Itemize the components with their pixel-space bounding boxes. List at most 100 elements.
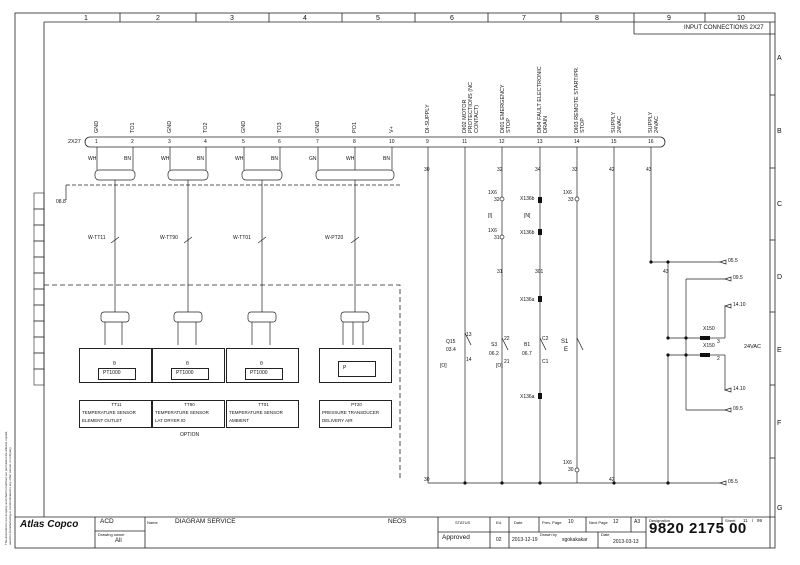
row-letter: B: [777, 128, 782, 135]
page-title: INPUT CONNECTIONS 2X27: [684, 25, 764, 31]
wire-color: WH: [88, 156, 97, 162]
sensor-description-tt11: TT11 TEMPERATURE SENSOR ELEMENT OUTLET: [79, 400, 152, 428]
sensor-box-tt11: θ PT1000: [79, 348, 152, 383]
sensor-symbol: θ: [260, 361, 263, 367]
supply-voltage: 24VAC: [744, 344, 762, 350]
wire-color: WH: [346, 156, 355, 162]
company-logo: Atlas Copco: [20, 519, 79, 530]
product-name: NEOS: [388, 518, 407, 525]
wire-color: GN: [309, 156, 317, 162]
terminal-number: 12: [499, 139, 505, 145]
component-symbol: E: [564, 347, 569, 353]
sensor-symbol: θ: [186, 361, 189, 367]
sensor-option: OPTION: [180, 432, 200, 438]
sensor-tag: TT11: [111, 402, 122, 407]
designation-number: 9820 2175 00: [649, 520, 747, 537]
prev-page-label: Prev. Page: [542, 520, 562, 525]
column-number: 4: [303, 15, 307, 22]
terminal-label: GND: [167, 120, 173, 133]
status-value: Approved: [442, 534, 470, 541]
terminal-number: 7: [316, 139, 319, 145]
sensor-desc: TEMPERATURE SENSOR: [229, 410, 283, 415]
contact-state: [N]: [524, 213, 531, 219]
sensor-description-pt20: PT20 PRESSURE TRANSDUCER DELIVERY AIR: [319, 400, 392, 428]
sensor-description-tt01: TT01 TEMPERATURE SENSOR AMBIENT: [226, 400, 299, 428]
row-letter: D: [777, 274, 783, 281]
contact-state: [O]: [496, 363, 503, 369]
wire-color: WH: [161, 156, 170, 162]
cable-label: W-PT20: [325, 235, 344, 241]
terminal-number: 5: [242, 139, 245, 145]
terminal-label: TO3: [277, 122, 283, 133]
terminal-label: GND: [315, 120, 321, 133]
column-number: 5: [376, 15, 380, 22]
terminal-number: 1: [95, 139, 98, 145]
terminal-ref: 33: [568, 197, 574, 203]
wire-number: 34: [535, 167, 541, 173]
sensor-box-pt20: P: [319, 348, 392, 383]
sensor-desc: DELIVERY AIR: [322, 418, 353, 423]
component-tag: Q15: [446, 339, 456, 345]
cable-label: W-TT11: [88, 235, 106, 241]
sensor-desc: AMBIENT: [229, 418, 250, 423]
terminal-number: 10: [389, 139, 395, 145]
paper-format: A3: [634, 519, 641, 525]
wire-number: 43: [663, 269, 669, 275]
wire-color: WH: [235, 156, 244, 162]
terminal-label: TO1: [130, 122, 136, 133]
wire-color: BN: [197, 156, 204, 162]
cross-ref: 05.5: [728, 479, 738, 485]
terminal-number: 2: [131, 139, 134, 145]
terminal-number: 4: [204, 139, 207, 145]
terminal-number: 11: [462, 139, 468, 145]
cable-label: W-TT90: [160, 235, 178, 241]
sheet-slash: /: [752, 518, 754, 523]
column-number: 9: [667, 15, 671, 22]
wire-number: 33: [572, 167, 578, 173]
connector-name: 2X27: [68, 139, 81, 145]
sensor-tag: TT90: [184, 402, 195, 407]
sensor-tag: TT01: [258, 402, 269, 407]
contact-pin: 21: [504, 359, 510, 365]
next-page-label: Next Page: [589, 520, 608, 525]
drawing-name: DIAGRAM SERVICE: [175, 518, 236, 525]
terminal-number: 13: [537, 139, 543, 145]
sensor-desc: PRESSURE TRANSDUCER: [322, 410, 380, 415]
terminal-ref: 1X6: [488, 228, 497, 234]
wire-number: 43: [646, 167, 652, 173]
drawn-by-label: Drawn by: [540, 532, 557, 537]
shield-reference: 08.8: [56, 199, 66, 205]
wire-color: BN: [124, 156, 131, 162]
contact-pin: 14: [466, 357, 472, 363]
column-number: 6: [450, 15, 454, 22]
terminal-ref: 1X6: [563, 460, 572, 466]
component-tag: S3: [491, 342, 498, 348]
terminal-label: GND: [94, 120, 100, 133]
contact-state: [O]: [440, 363, 447, 369]
cable-label: W-TT01: [233, 235, 251, 241]
cross-ref: 09.5: [733, 275, 743, 281]
terminal-ref: X136b: [520, 230, 535, 236]
wire-number: 301: [535, 269, 544, 275]
status-label: STATUS: [455, 520, 471, 525]
wire-number: 30: [424, 477, 430, 483]
column-number: 1: [84, 15, 88, 22]
component-tag: S1: [561, 339, 569, 345]
terminal-block-pin: 2: [717, 356, 720, 362]
date2-value: 2013-03-13: [613, 539, 639, 545]
row-letter: A: [777, 55, 782, 62]
drawing-owner-label: Drawing owner: [98, 532, 125, 537]
terminal-ref: 31: [494, 235, 500, 241]
sensor-desc: TEMPERATURE SENSOR: [155, 410, 209, 415]
sensor-element: P: [343, 365, 347, 371]
column-number: 2: [156, 15, 160, 22]
outer-frame: [14, 12, 776, 549]
contact-pin: 13: [466, 332, 472, 338]
sensor-element: PT1000: [103, 370, 121, 376]
company-code: ACD: [100, 518, 114, 525]
contact-state: [I]: [488, 213, 493, 219]
wire-number: 31: [497, 269, 503, 275]
terminal-strip: [84, 136, 666, 148]
terminal-ref: X136b: [520, 196, 535, 202]
